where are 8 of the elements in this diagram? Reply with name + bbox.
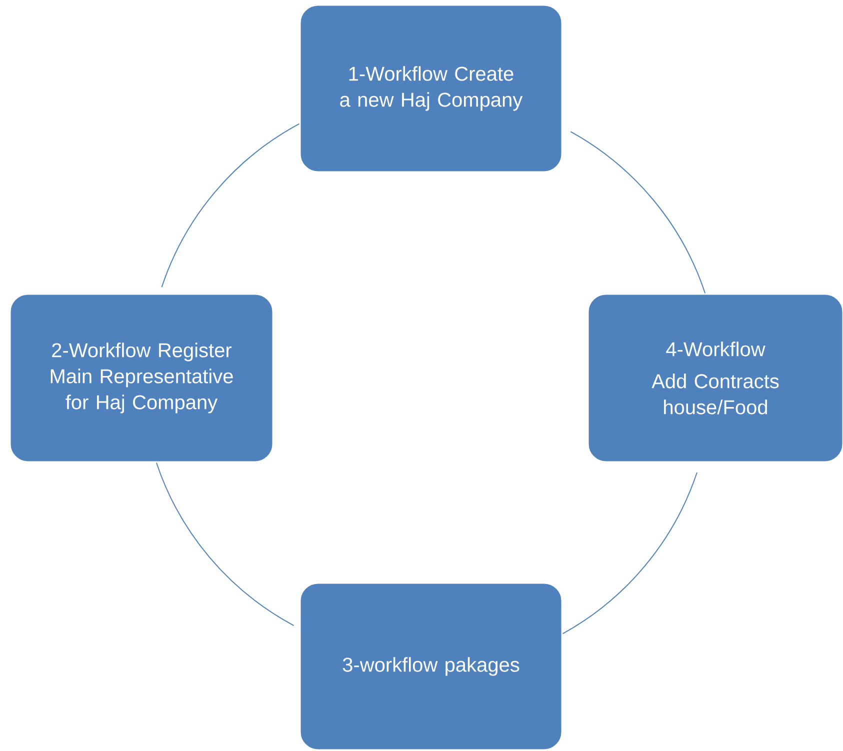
- connector-arc: [562, 472, 698, 634]
- process-box: 2-Workflow Register Main Representative for Haj Company: [9, 293, 274, 463]
- process-box: 4-Workflow Add Contracts house/Food: [587, 293, 843, 463]
- process-box: 3-workflow pakages: [299, 582, 563, 751]
- connector-arc: [161, 123, 300, 288]
- connector-arc: [570, 131, 706, 294]
- connector-arc: [156, 462, 294, 626]
- process-box: 1-Workflow Create a new Haj Company: [299, 4, 563, 173]
